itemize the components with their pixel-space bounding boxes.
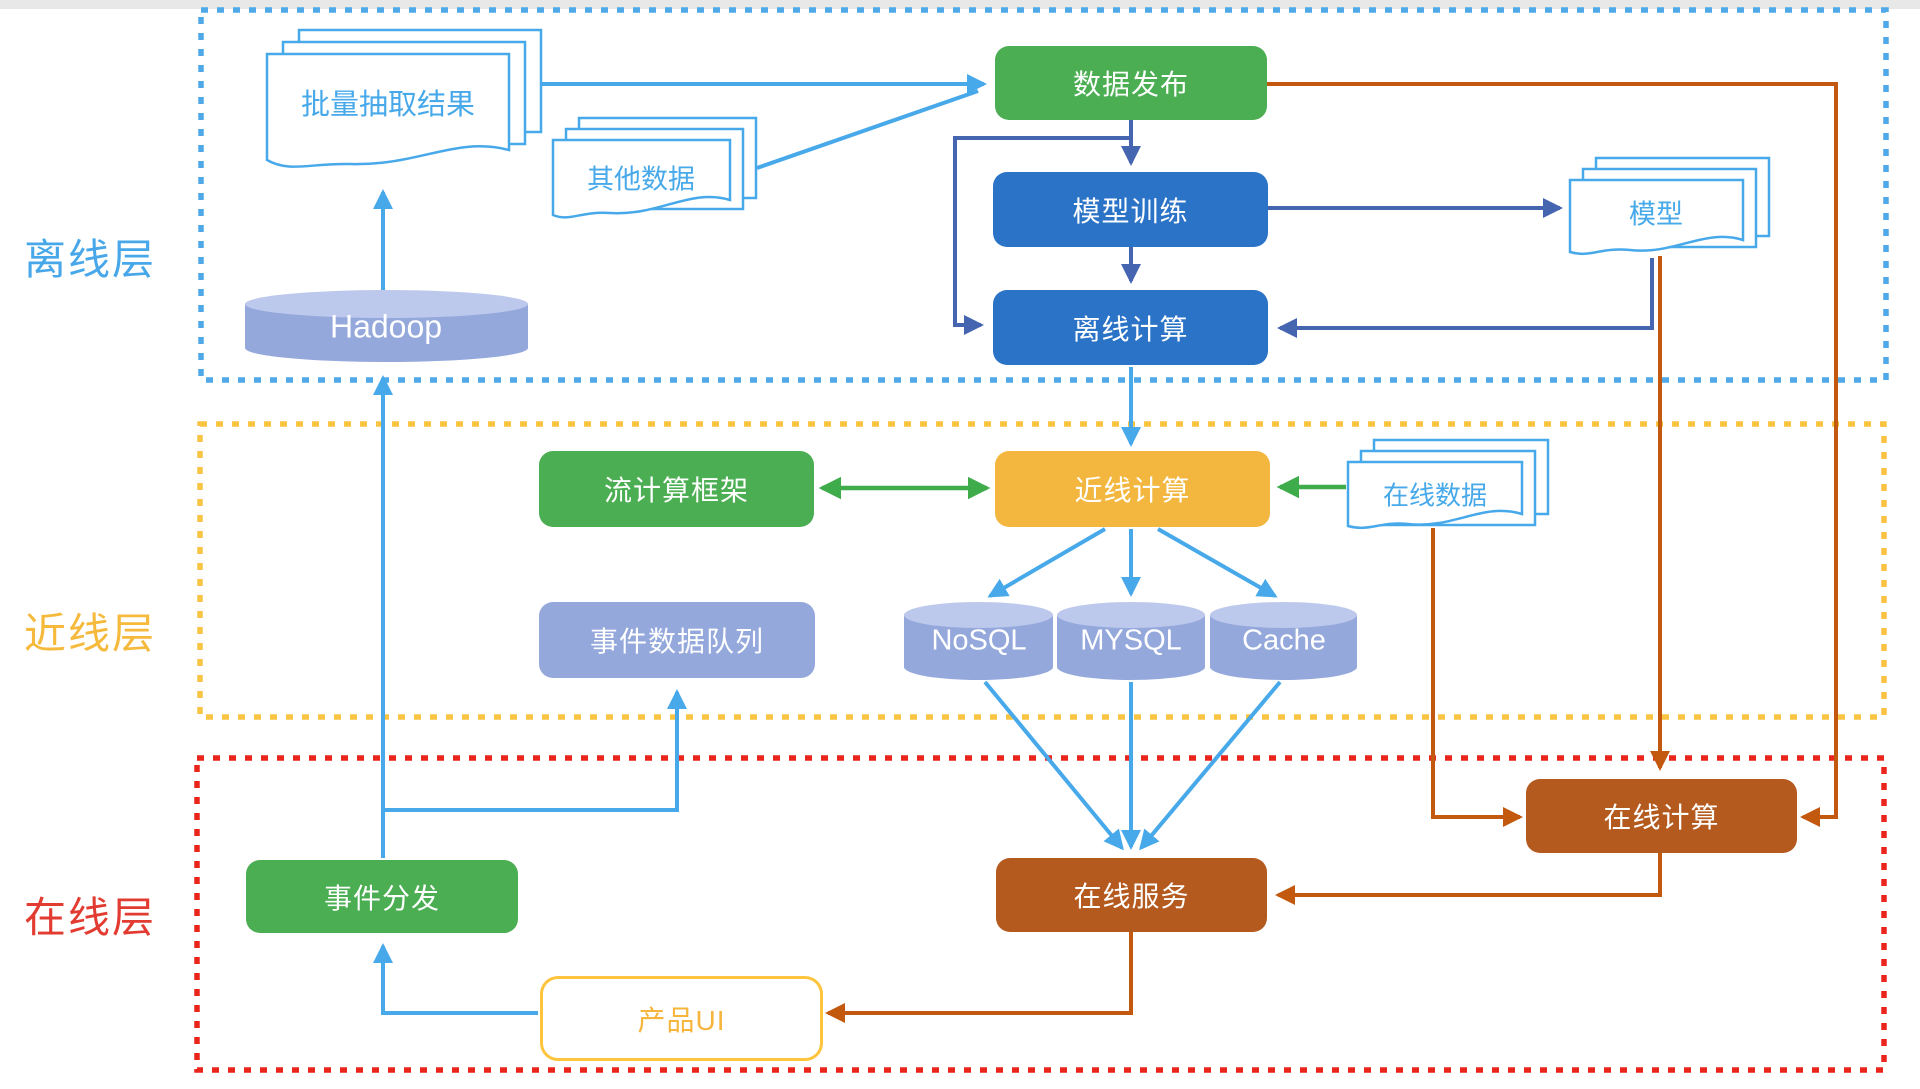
offline-layer-label: 离线层 [24,236,157,283]
node-stream-framework: 流计算框架 [539,451,814,527]
arrow-nosql-to-onlineservice [983,680,1124,851]
arrow-model-to-offlinecompute [1277,258,1654,338]
node-model-training: 模型训练 [993,172,1268,247]
line-otherdata-to-datapublish [756,89,979,170]
batch-extract-result-label: 批量抽取结果 [300,89,476,121]
model-doc [1568,156,1771,256]
cache-cylinder [1210,602,1357,680]
node-data-publish: 数据发布 [995,46,1267,120]
node-nearline-compute: 近线计算 [995,451,1270,527]
arrow-cache-to-onlineservice [1139,680,1282,851]
mysql-cylinder [1057,602,1205,680]
other-data-label: 其他数据 [587,164,695,195]
cache-label: Cache [1242,624,1326,657]
arrow-nearline-to-nosql [987,527,1107,598]
node-online-service: 在线服务 [996,858,1267,932]
model-doc-label: 模型 [1629,199,1683,230]
arrow-nearline-to-cache [1157,527,1278,598]
arrow-datapublish-to-offlinecompute [953,136,1131,335]
online-layer-border [194,755,1887,1073]
online-layer-label: 在线层 [24,894,157,941]
offline-layer-border [198,7,1889,383]
hadoop-cylinder [245,290,528,362]
other-data-doc [551,116,758,219]
document-stacks [265,28,1771,530]
node-event-dispatch: 事件分发 [246,860,518,933]
arrow-onlineservice-to-productui [825,932,1133,1023]
orange-connectors [825,82,1838,1023]
nosql-cylinder [904,602,1053,680]
node-online-compute: 在线计算 [1526,779,1797,853]
node-event-queue: 事件数据队列 [539,602,815,678]
light-blue-connectors [373,74,1282,1015]
indigo-connectors [953,120,1654,338]
online-data-label: 在线数据 [1382,480,1488,511]
arrow-eventdispatch-to-eventqueue [383,689,687,812]
online-data-doc [1346,438,1550,530]
window-top-strip [0,0,1920,9]
nosql-label: NoSQL [931,624,1027,657]
hadoop-label: Hadoop [329,308,443,345]
arrow-productui-to-eventdispatch [373,943,538,1015]
arrow-onlinecompute-to-onlineservice [1275,853,1662,905]
batch-extract-result-doc [265,28,543,168]
mysql-label: MYSQL [1080,624,1182,657]
nearline-layer-border [197,421,1887,720]
arrow-onlinedata-to-onlinecompute [1431,528,1523,827]
cylinders [245,290,1357,680]
node-product-ui: 产品UI [540,976,823,1061]
node-offline-compute: 离线计算 [993,290,1268,365]
nearline-layer-label: 近线层 [24,610,157,657]
arrow-datapublish-to-onlinecompute [1267,82,1838,827]
green-connectors [818,475,1346,500]
